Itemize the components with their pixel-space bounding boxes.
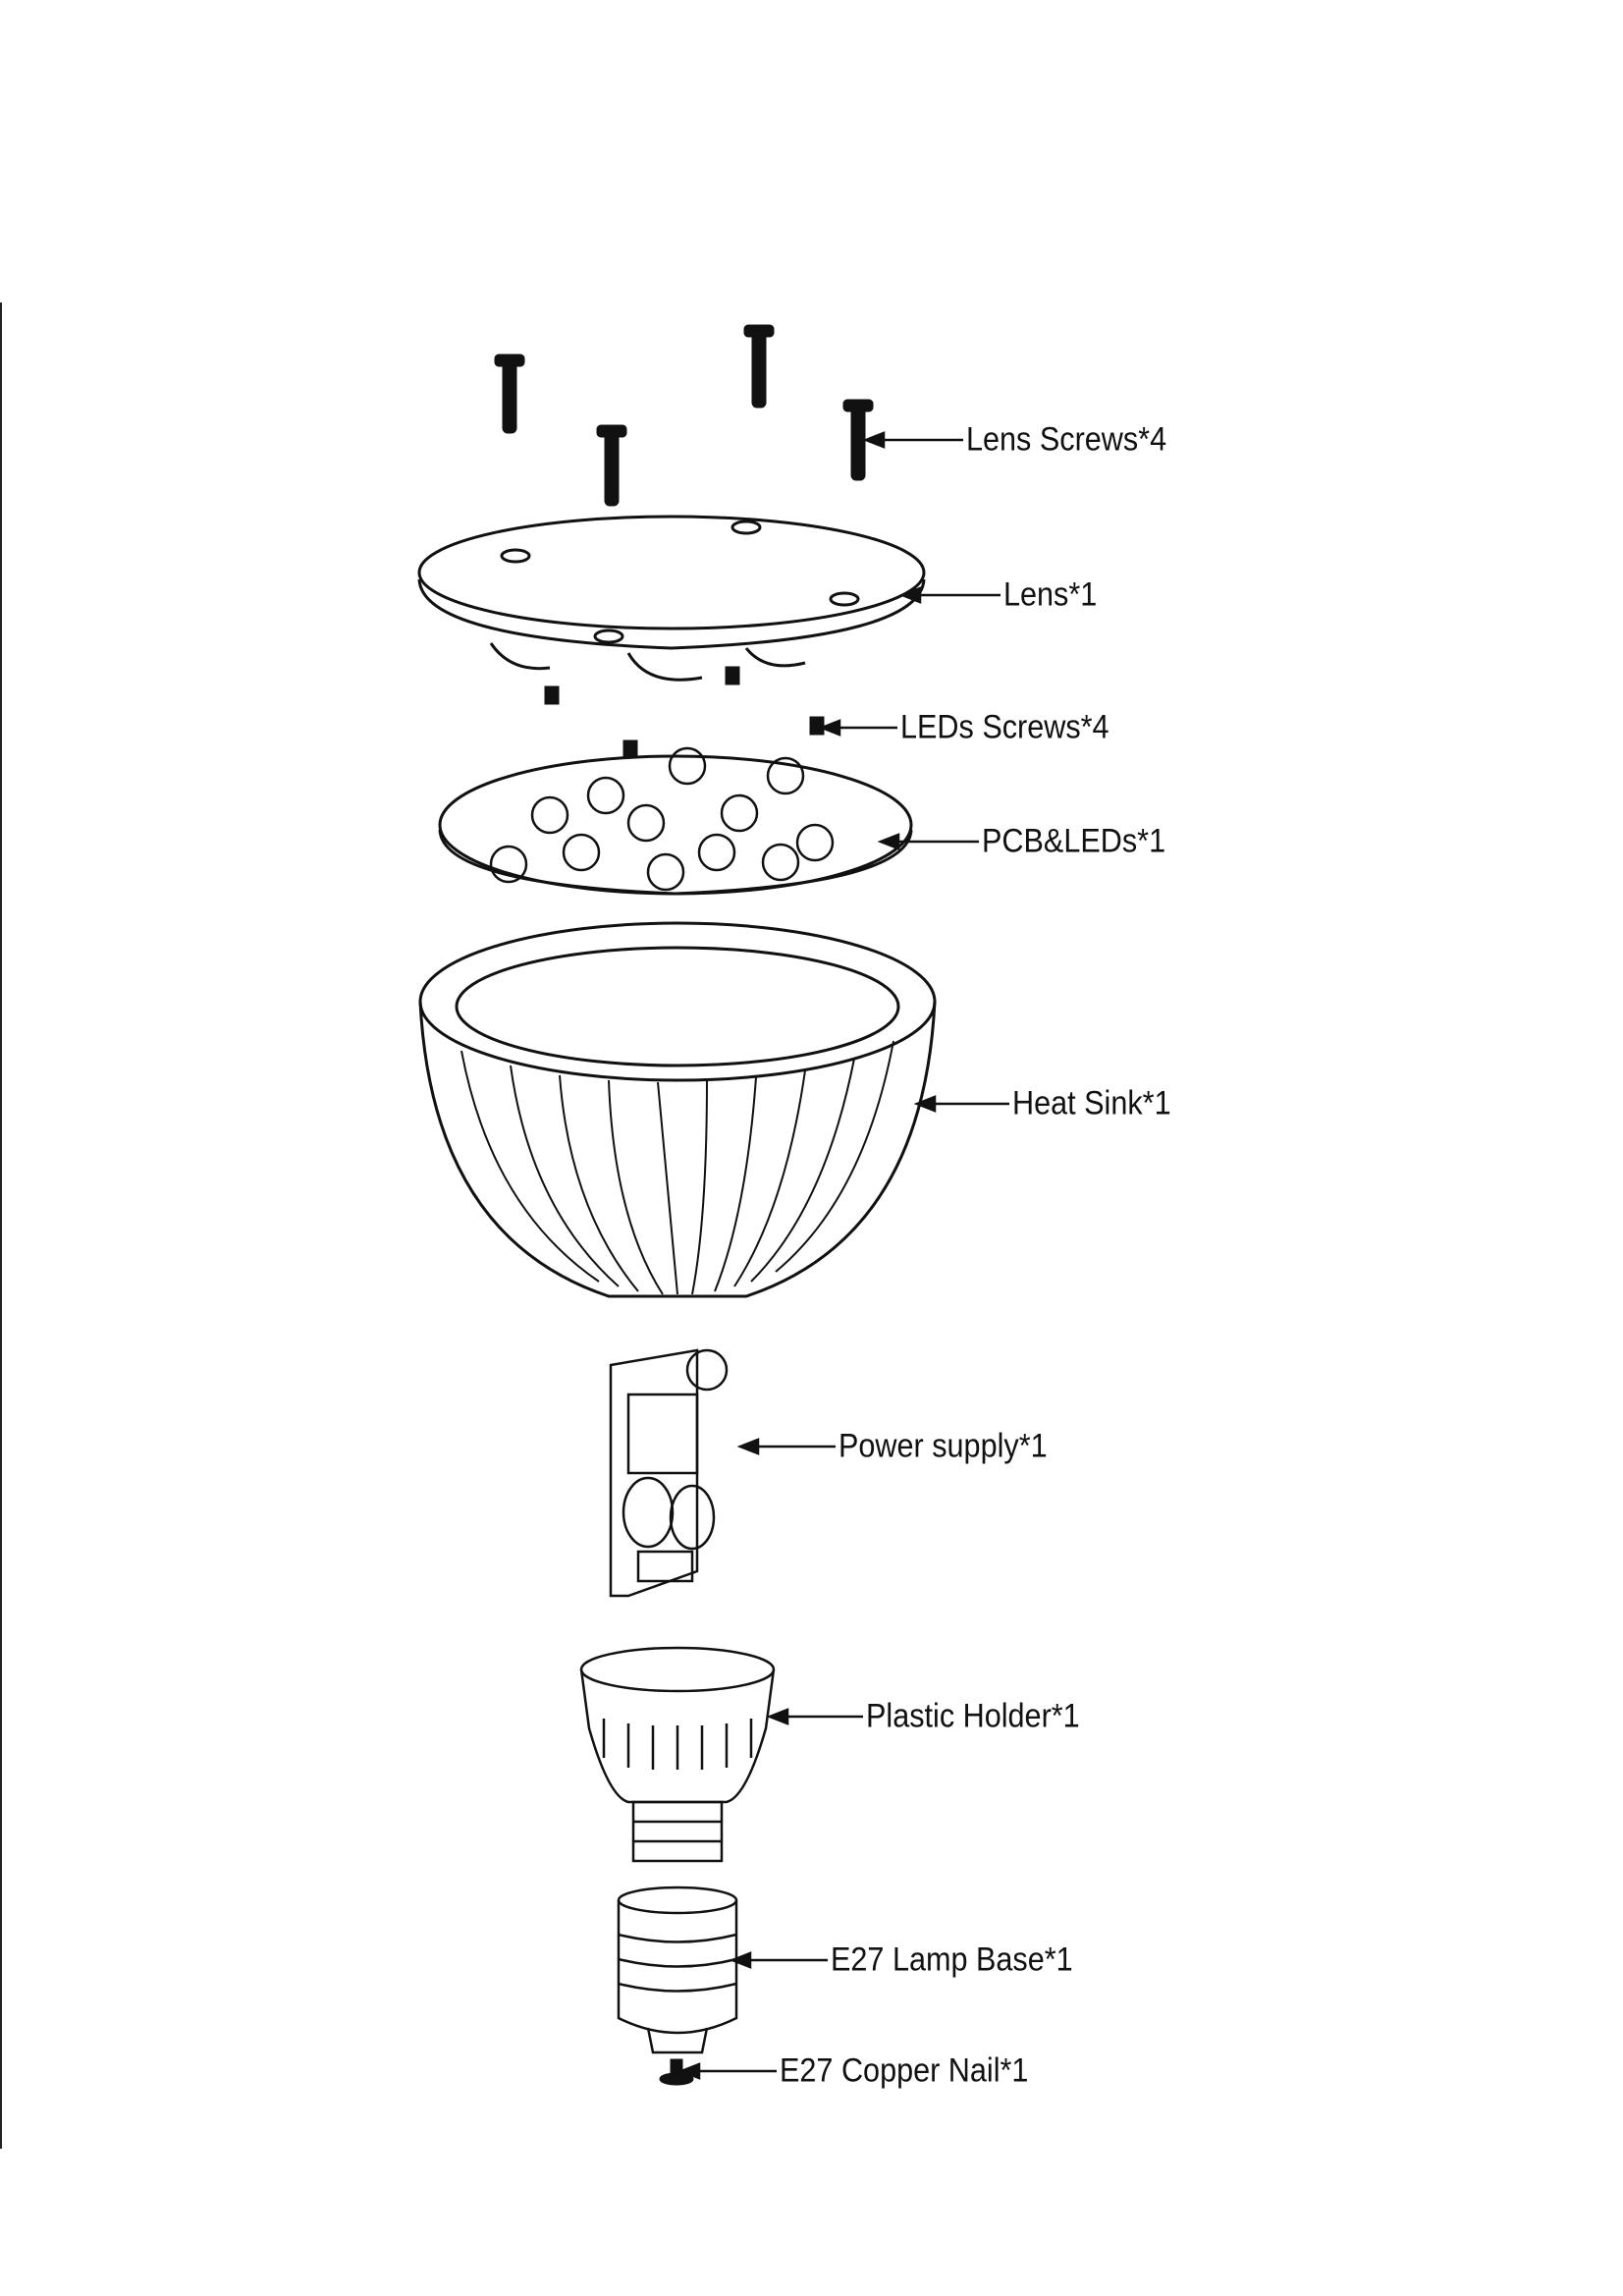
pcb-leds	[438, 746, 913, 896]
label-power-supply: Power supply*1	[839, 1427, 1048, 1465]
label-plastic-holder: Plastic Holder*1	[866, 1697, 1080, 1735]
label-lens: Lens*1	[1003, 575, 1098, 614]
label-heat-sink: Heat Sink*1	[1012, 1084, 1171, 1122]
label-leds-screws: LEDs Screws*4	[900, 708, 1109, 746]
power-supply	[609, 1348, 729, 1598]
label-pcb-leds: PCB&LEDs*1	[982, 822, 1166, 860]
label-lamp-base: E27 Lamp Base*1	[831, 1941, 1073, 1979]
heat-sink	[418, 921, 937, 1298]
page-edge-line	[0, 302, 2, 2149]
e27-lamp-base	[617, 1886, 738, 2054]
led-screws	[544, 666, 825, 759]
label-lens-screws: Lens Screws*4	[966, 420, 1167, 459]
leader-lines	[677, 431, 1009, 2080]
lens-screws	[494, 324, 874, 507]
label-copper-nail: E27 Copper Nail*1	[780, 2051, 1029, 2090]
plastic-holder	[579, 1646, 776, 1863]
lens	[417, 515, 926, 682]
e27-copper-nail	[659, 2058, 694, 2086]
